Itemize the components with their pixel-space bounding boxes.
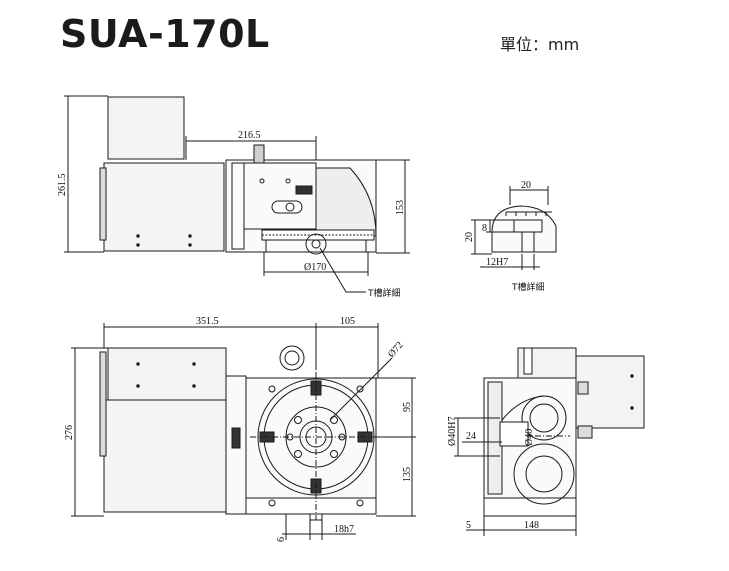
dim-148: 148 <box>524 520 539 531</box>
motor-block <box>107 96 185 160</box>
front-view <box>71 323 416 540</box>
dim-18h7: 18h7 <box>334 524 354 535</box>
tslot-detail <box>471 186 557 270</box>
dim-135: 135 <box>402 467 413 482</box>
dim-phi-40h7: Ø40H7 <box>447 417 458 446</box>
dim-276: 276 <box>64 425 75 440</box>
dim-phi-170: Ø170 <box>304 262 326 273</box>
side-view <box>454 347 645 536</box>
cone-housing <box>315 167 377 237</box>
drive-housing <box>103 162 225 252</box>
dim-phi-72: Ø72 <box>386 340 406 360</box>
dim-5: 5 <box>466 520 471 531</box>
dim-261-5: 261.5 <box>57 174 68 197</box>
unit-label: 單位：mm <box>500 35 580 54</box>
front-motor <box>107 347 227 401</box>
dim-detail-20-height: 20 <box>464 232 475 242</box>
dim-153: 153 <box>395 200 406 215</box>
tslot-note-top: T槽詳細 <box>367 287 401 299</box>
dim-detail-8: 8 <box>482 223 487 234</box>
dim-95: 95 <box>402 402 413 412</box>
dim-351-5: 351.5 <box>196 316 219 327</box>
dim-phi-40: Ø40 <box>524 429 535 446</box>
dim-105: 105 <box>340 316 355 327</box>
dim-detail-12h7: 12H7 <box>486 257 508 268</box>
dim-24: 24 <box>466 431 476 442</box>
dim-detail-20-width: 20 <box>521 180 531 191</box>
dim-216-5: 216.5 <box>238 130 261 141</box>
model-title: SUA-170L <box>60 12 270 56</box>
top-view <box>64 95 410 293</box>
dim-6: 6 <box>276 537 287 542</box>
tslot-note-detail: T槽詳細 <box>511 281 545 293</box>
